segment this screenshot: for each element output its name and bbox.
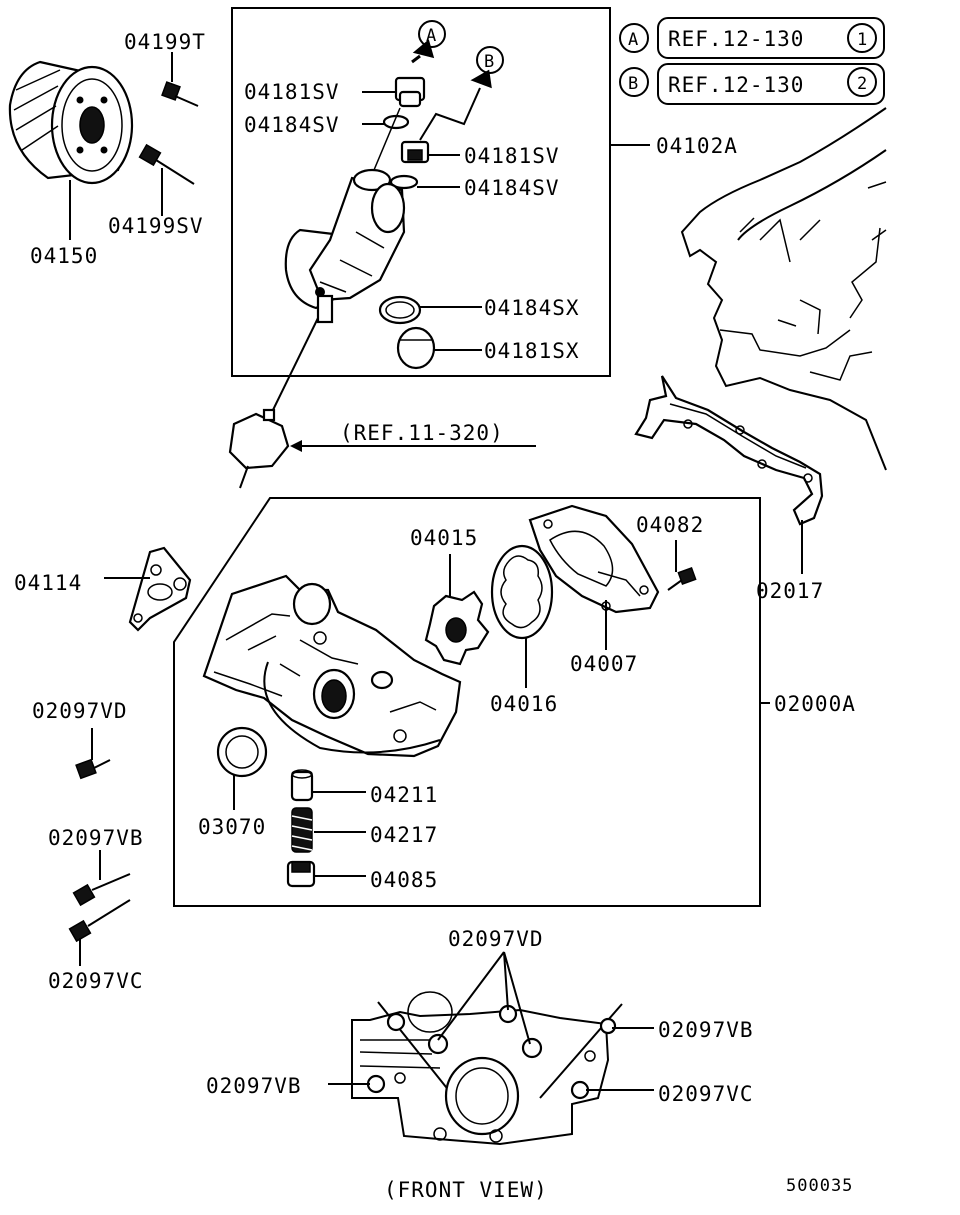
label-fv-02097vb-right: 02097VB <box>658 1018 754 1042</box>
bolt-04199sv[interactable] <box>138 143 195 185</box>
plunger-04211[interactable] <box>290 769 314 802</box>
pump-assembly-box <box>173 497 761 907</box>
gasket-04184sv-mid[interactable] <box>389 174 419 190</box>
ref-a-num: 1 <box>857 30 868 50</box>
oil-pressure-sensor[interactable] <box>228 408 290 489</box>
oil-seal-03070[interactable] <box>216 726 268 778</box>
front-view-pump[interactable] <box>351 991 623 1146</box>
label-front-view: (FRONT VIEW) <box>384 1178 548 1202</box>
ref-b-letter: B <box>628 74 639 94</box>
diagram-id: 500035 <box>786 1176 853 1196</box>
label-04102a: 04102A <box>656 134 738 158</box>
bracket-assembly-box <box>231 7 611 377</box>
bolt-02097vc[interactable] <box>68 899 131 943</box>
label-04016: 04016 <box>490 692 558 716</box>
ref-a-letter: A <box>628 30 639 50</box>
leader-b-route <box>419 87 481 141</box>
ref-b-circle <box>619 67 649 97</box>
axis-line-top <box>373 107 401 171</box>
label-04082: 04082 <box>636 513 704 537</box>
leader-fv-02097vd <box>437 951 531 1045</box>
label-04007: 04007 <box>570 652 638 676</box>
label-04181sv-top: 04181SV <box>244 80 340 104</box>
ref-a-text[interactable]: REF.12-130 <box>668 27 804 51</box>
label-02097vb: 02097VB <box>48 826 144 850</box>
label-04015: 04015 <box>410 526 478 550</box>
plug-04181sv-mid[interactable] <box>400 140 430 164</box>
callout-a-letter: A <box>426 26 437 46</box>
sensor-leader <box>271 317 319 413</box>
ref-b-num-circle <box>847 67 877 97</box>
label-04211: 04211 <box>370 783 438 807</box>
label-03070: 03070 <box>198 815 266 839</box>
gasket-02017[interactable] <box>634 375 824 526</box>
ref-a-box[interactable] <box>657 17 885 59</box>
plug-04085[interactable] <box>286 860 316 888</box>
label-04114: 04114 <box>14 571 82 595</box>
label-02017: 02017 <box>756 579 824 603</box>
pump-cover-04007[interactable] <box>528 504 660 614</box>
label-02097vc: 02097VC <box>48 969 144 993</box>
ref-a-circle <box>619 23 649 53</box>
oil-filter-bracket[interactable] <box>284 168 406 324</box>
plug-04181sx[interactable] <box>396 326 436 370</box>
bolt-04199t[interactable] <box>161 81 199 107</box>
oil-filter[interactable] <box>8 60 134 185</box>
label-04184sv-mid: 04184SV <box>464 176 560 200</box>
label-04181sx: 04181SX <box>484 339 580 363</box>
bolt-02097vb[interactable] <box>72 873 131 907</box>
inner-rotor-04015[interactable] <box>424 590 490 666</box>
ref-b-box[interactable] <box>657 63 885 105</box>
callout-b-letter: B <box>484 52 495 72</box>
gasket-04114[interactable] <box>128 546 192 632</box>
label-04199t: 04199T <box>124 30 206 54</box>
label-04150: 04150 <box>30 244 98 268</box>
callout-a-circle <box>418 20 446 48</box>
spring-04217[interactable] <box>291 807 313 853</box>
bolt-04082[interactable] <box>667 567 697 591</box>
label-04217: 04217 <box>370 823 438 847</box>
callout-b-circle <box>476 46 504 74</box>
label-04199sv: 04199SV <box>108 214 204 238</box>
ref-a-num-circle <box>847 23 877 53</box>
ref-b-num: 2 <box>857 74 868 94</box>
label-02000a: 02000A <box>774 692 856 716</box>
label-02097vd: 02097VD <box>32 699 128 723</box>
gasket-04184sx[interactable] <box>378 295 422 325</box>
oil-pump-body[interactable] <box>202 574 462 758</box>
label-04085: 04085 <box>370 868 438 892</box>
label-ref-11-320[interactable]: (REF.11-320) <box>340 421 504 445</box>
label-fv-02097vd: 02097VD <box>448 927 544 951</box>
engine-block <box>680 107 887 471</box>
label-04184sv-top: 04184SV <box>244 113 340 137</box>
outer-rotor-04016[interactable] <box>490 544 554 640</box>
label-fv-02097vc: 02097VC <box>658 1082 754 1106</box>
ref-b-text[interactable]: REF.12-130 <box>668 73 804 97</box>
label-fv-02097vb-left: 02097VB <box>206 1074 302 1098</box>
label-04184sx: 04184SX <box>484 296 580 320</box>
bolt-02097vd[interactable] <box>75 758 111 780</box>
plug-04181sv-top[interactable] <box>394 76 426 108</box>
label-04181sv-mid: 04181SV <box>464 144 560 168</box>
